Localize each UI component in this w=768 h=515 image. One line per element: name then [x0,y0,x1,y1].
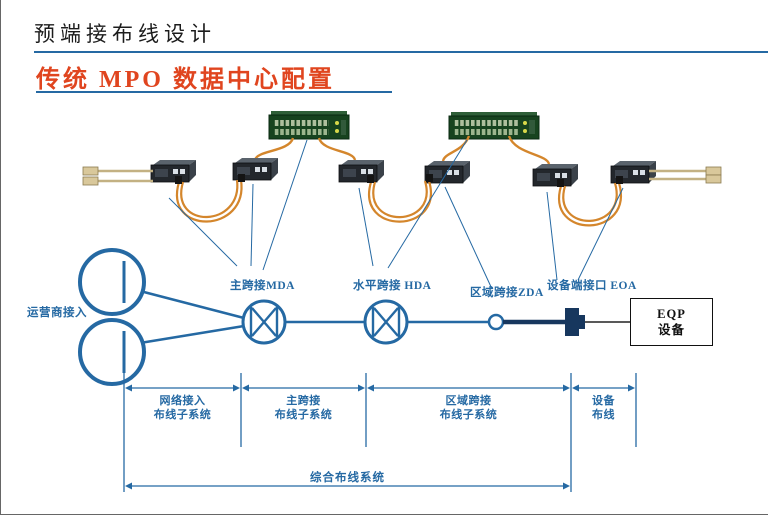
dimension-lines [123,373,637,492]
subsystem-label-network-access: 网络接入 布线子系统 [153,395,212,421]
total-system-label: 综合布线系统 [310,472,385,484]
page-title: 预端接布线设计 [34,22,216,46]
network-switch-icon [448,112,540,140]
cable-boots [175,174,623,187]
subsystem-label-equipment: 设备 布线 [592,395,615,421]
network-switch-icon [268,111,350,140]
zda-label: 区域跨接ZDA [470,287,544,299]
header-divider [34,51,768,53]
trunk-lines [139,289,489,345]
subsystem-label-main-cross: 主跨接 布线子系统 [274,395,333,421]
mpo-cassette-icon [150,159,197,183]
eoa-label: 设备端接口 EOA [547,280,637,292]
subsystem-label-zone-cross: 区域跨接 布线子系统 [439,395,498,421]
duplex-fiber-assembly-icon [82,166,153,186]
mda-cross-connect-icon [241,299,287,345]
eqp-label-line1: EQP [657,307,686,321]
fiber-loop-cable-icon [176,179,622,227]
carrier-access-label: 运营商接入 [27,307,87,319]
mda-label: 主跨接MDA [230,280,295,292]
eoa-connector-icon [503,308,630,336]
carrier-node-icon [78,248,146,386]
zda-node-icon [487,313,505,331]
eqp-device-box: EQP 设备 [630,298,713,346]
slide-title: 传统 MPO 数据中心配置 [36,67,335,93]
title-divider [36,91,392,93]
duplex-fiber-assembly-icon [649,166,722,184]
mpo-cassette-icon [338,159,385,183]
hda-cross-connect-icon [363,299,409,345]
callout-lines [168,139,624,290]
switch-patch-cables [253,135,551,165]
eqp-label-line2: 设备 [657,323,685,337]
hda-label: 水平跨接 HDA [353,280,432,292]
mpo-cassette-icon [532,163,579,187]
